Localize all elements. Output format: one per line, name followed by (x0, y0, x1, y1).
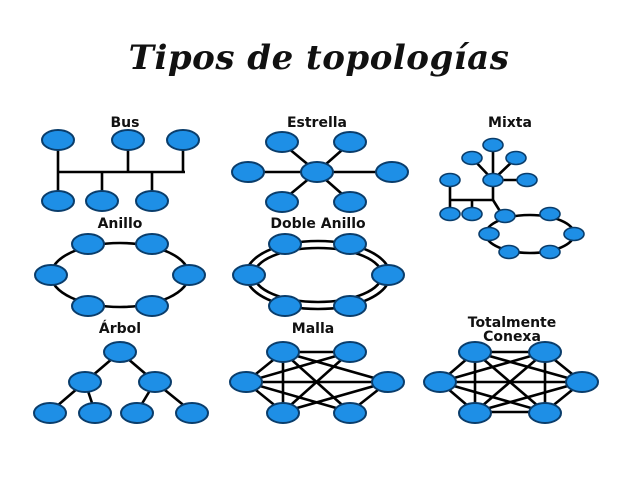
mixed-node (482, 172, 504, 188)
malla-topology (229, 341, 405, 424)
label-malla: Malla (292, 321, 334, 337)
mixed-node (439, 206, 461, 222)
star-node (265, 191, 299, 213)
mixed-node (482, 137, 504, 153)
ring-node (71, 233, 105, 255)
label-bus: Bus (111, 115, 140, 131)
tree-node (68, 371, 102, 393)
star-node (265, 131, 299, 153)
star-node (231, 161, 265, 183)
bus-node (135, 190, 169, 212)
double-ring-node (232, 264, 266, 286)
tree-root-node (103, 341, 137, 363)
label-arbol: Árbol (99, 320, 141, 337)
double-ring-node (268, 233, 302, 255)
full-link (439, 350, 546, 384)
tree-leaf-node (175, 402, 209, 424)
mixta-topology (439, 137, 585, 260)
bus-topology (41, 129, 200, 212)
bus-node (166, 129, 200, 151)
mixed-node (461, 150, 483, 166)
double-ring-node (333, 295, 367, 317)
star-node (375, 161, 409, 183)
star-hub-node (300, 161, 334, 183)
ring-node (135, 233, 169, 255)
mixed-node (505, 150, 527, 166)
mixed-node (494, 208, 516, 224)
double-ring-node (371, 264, 405, 286)
outer-ring (244, 239, 392, 311)
mesh-node (333, 402, 367, 424)
mixed-node (539, 244, 561, 260)
tree-node (138, 371, 172, 393)
full-link (474, 380, 583, 414)
totalmente-conexa-topology (423, 341, 599, 424)
mixed-node (563, 226, 585, 242)
label-doble-anillo: Doble Anillo (270, 216, 366, 232)
anillo-topology (34, 233, 206, 317)
star-node (333, 131, 367, 153)
ring (49, 241, 191, 309)
bus-node (111, 129, 145, 151)
bus-node (41, 129, 75, 151)
tree-leaf-node (120, 402, 154, 424)
mesh-link (245, 350, 351, 384)
slide-title: Tipos de topologías (128, 38, 510, 78)
arbol-topology (33, 341, 209, 424)
full-link (439, 380, 546, 414)
ring-node (172, 264, 206, 286)
ring-node (135, 295, 169, 317)
label-mixta: Mixta (488, 115, 532, 131)
full-node (458, 341, 492, 363)
double-ring-node (268, 295, 302, 317)
full-node (528, 341, 562, 363)
mixed-node (516, 172, 538, 188)
ring-node (34, 264, 68, 286)
label-conexa: Conexa (483, 329, 541, 345)
mesh-node (266, 402, 300, 424)
mixed-node (498, 244, 520, 260)
mixed-node (478, 226, 500, 242)
star-node (333, 191, 367, 213)
mesh-link (282, 350, 389, 384)
mixed-node (439, 172, 461, 188)
full-node (565, 371, 599, 393)
label-estrella: Estrella (287, 115, 347, 131)
doble-anillo-topology (232, 233, 405, 317)
full-node (528, 402, 562, 424)
tree-leaf-node (33, 402, 67, 424)
mesh-link (245, 380, 351, 414)
mesh-node (371, 371, 405, 393)
mesh-link (282, 380, 389, 414)
mesh-node (266, 341, 300, 363)
mesh-node (229, 371, 263, 393)
estrella-topology (231, 131, 409, 213)
ring-node (71, 295, 105, 317)
mixed-node (539, 206, 561, 222)
mesh-node (333, 341, 367, 363)
full-node (458, 402, 492, 424)
label-totalmente: Totalmente (468, 315, 556, 331)
bus-node (85, 190, 119, 212)
double-ring-node (333, 233, 367, 255)
inner-ring (252, 246, 384, 304)
full-node (423, 371, 457, 393)
label-anillo: Anillo (98, 216, 143, 232)
bus-node (41, 190, 75, 212)
mixed-node (461, 206, 483, 222)
tree-leaf-node (78, 402, 112, 424)
